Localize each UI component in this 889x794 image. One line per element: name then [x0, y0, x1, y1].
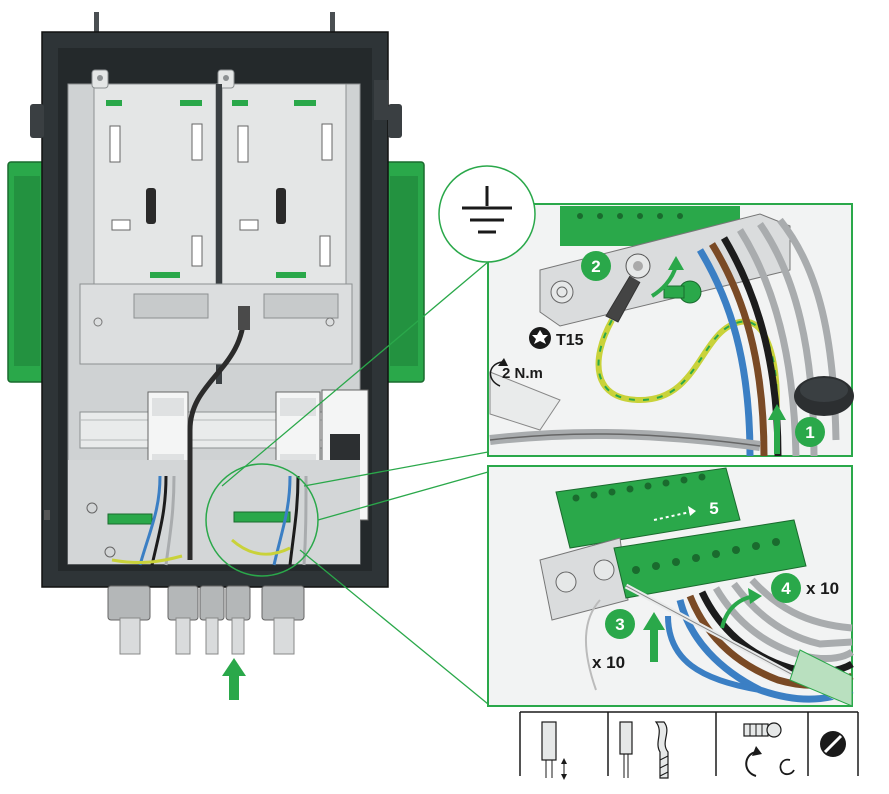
step-number: 2	[591, 257, 600, 276]
detail-panel-ground	[487, 203, 854, 457]
step-badge-1: 1	[795, 417, 825, 447]
step-badge-5: 5	[699, 493, 729, 523]
step-number: 3	[615, 615, 624, 634]
torque-rotation-icon	[489, 358, 508, 387]
ground-symbol-icon	[438, 165, 536, 263]
wire-count-label: x 10	[592, 653, 625, 672]
spec-legend	[519, 711, 859, 780]
torque-c-icon	[745, 746, 795, 777]
ferrule-or-stranded-icon	[619, 721, 669, 779]
tool-label: T15	[556, 332, 584, 349]
screwdriver-handle	[789, 649, 853, 707]
insert-up-arrow-icon	[768, 404, 786, 454]
ferrule-strip-length-icon	[541, 721, 567, 780]
cable-glands	[107, 585, 305, 655]
callout-lines	[221, 261, 489, 705]
right-terminal-block	[233, 511, 291, 523]
flat-screwdriver-icon	[820, 731, 846, 757]
step-number: 5	[709, 499, 718, 518]
interior-mounting-plate	[67, 69, 369, 566]
step-number: 1	[805, 423, 814, 442]
screw-icon	[743, 722, 782, 738]
torque-label: 2 N.m	[502, 365, 543, 382]
step-badge-2: 2	[581, 251, 611, 281]
torx-icon	[529, 327, 551, 349]
step-badge-4: 4	[771, 573, 801, 603]
step-badge-3: 3	[605, 609, 635, 639]
step-number: 4	[781, 579, 791, 598]
wire-insert-arrow-icon	[643, 612, 665, 662]
insert-arrow-icon	[222, 658, 246, 700]
screw-count-label: x 10	[806, 579, 839, 598]
left-terminal-block	[107, 513, 153, 525]
push-arrow-icon	[653, 511, 691, 521]
